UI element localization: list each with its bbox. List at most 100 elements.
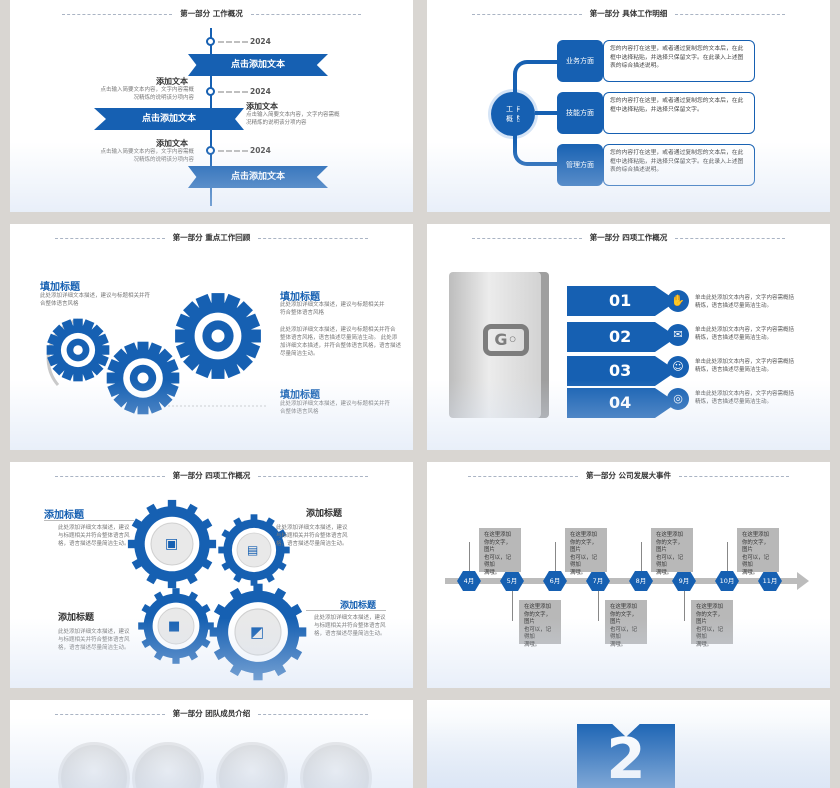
text-top-right: 此处添加详细文本描述，建议与标题相关并符合整体语言风格，语言描述尽量简洁生动。 <box>276 525 348 547</box>
month-marker[interactable]: 5月 <box>500 571 524 591</box>
avatar[interactable] <box>216 742 288 788</box>
svg-text:■: ■ <box>168 619 180 634</box>
heading-top-right: 添加标题 <box>306 509 343 519</box>
connector-line <box>641 542 642 571</box>
slide-title: 第一部分 重点工作回顾 <box>10 232 413 243</box>
heading-top-left: 添加标题 <box>44 510 84 521</box>
block-head-2: 添加文本 <box>246 102 278 111</box>
block-body-2: 点击输入简要文本内容，文字内容需概况精炼的说明该分项内容 <box>246 112 340 126</box>
year-label: 2024 <box>250 146 271 155</box>
desc-1: 此处添加详细文本描述，建议与标题相关并符合整体语言风格 <box>40 293 151 307</box>
gift-icon: ✉ <box>667 324 689 346</box>
category-pill-management[interactable]: 管理方面 <box>557 144 603 186</box>
timeline-dot <box>206 87 215 96</box>
event-box: 在这里添加你的文字，图片也可以，记得加满哦。 <box>691 600 733 648</box>
bracket-line <box>513 60 557 166</box>
month-marker[interactable]: 4月 <box>457 571 481 591</box>
slide-four-items-numbered[interactable]: 第一部分 四项工作概况 G◦ 01 02 03 04 ✋ 单击此处添加文本内容，… <box>427 224 830 450</box>
connector-line <box>469 542 470 571</box>
event-box: 在这里添加你的文字，图片也可以，记得加满哦。 <box>605 600 647 648</box>
slide-title: 第一部分 团队成员介绍 <box>10 708 413 719</box>
block-head-1: 添加文本 <box>156 77 188 86</box>
ribbon-button-3[interactable]: 点击添加文本 <box>188 166 328 188</box>
number-tab-02: 02 <box>567 322 677 352</box>
heading-2: 填加标题 <box>280 292 320 303</box>
heading-1: 填加标题 <box>40 282 80 293</box>
heading-3: 填加标题 <box>280 390 320 401</box>
slide-four-items-gears[interactable]: 第一部分 四项工作概况 ▣ ▤ ■ ◩ <box>10 462 413 688</box>
month-marker[interactable]: 9月 <box>672 571 696 591</box>
slide-work-overview[interactable]: 第一部分 工作概况 2024 点击添加文本 添加文本 点击输入简要文本内容，文字… <box>10 0 413 212</box>
gears-graphic <box>46 293 268 415</box>
book-graphic <box>449 272 549 418</box>
event-box: 在这里添加你的文字，图片也可以，记得加满哦。 <box>479 528 521 576</box>
year-label: 2024 <box>250 37 271 46</box>
month-marker[interactable]: 7月 <box>586 571 610 591</box>
quad-gears-graphic: ▣ ▤ ■ ◩ <box>127 499 307 681</box>
slide-title: 第一部分 具体工作明细 <box>427 8 830 19</box>
svg-text:▤: ▤ <box>247 543 258 557</box>
event-box: 在这里添加你的文字，图片也可以，记得加满哦。 <box>737 528 779 576</box>
ribbon-button-1[interactable]: 点击添加文本 <box>188 54 328 76</box>
connector-line <box>555 542 556 571</box>
text-bottom-left: 此处添加详细文本描述，建议与标题相关并符合整体语言风格，语言描述尽量简洁生动。 <box>58 629 130 651</box>
slide-key-review[interactable]: 第一部分 重点工作回顾 填加标题 此处添加详细文本描述，建议与标题相关并符合整体… <box>10 224 413 450</box>
dash-connector <box>218 150 248 152</box>
item-text-2: 单击此处添加文本内容，文字内容需概括精炼，语言描述尽量简洁生动。 <box>695 327 795 341</box>
number-tab-04: 04 <box>567 388 677 418</box>
category-text-business: 您的内容打在这里，或者通过复制您的文本后，在此框中选择粘贴，并选择只保留文字。在… <box>603 40 755 82</box>
dash-connector <box>218 91 248 93</box>
year-label: 2024 <box>250 87 271 96</box>
people-icon: ☺ <box>667 356 689 378</box>
desc-2: 此处添加详细文本描述，建议与标题相关并符合整体语言风格 <box>280 302 385 316</box>
text-bottom-right: 此处添加详细文本描述，建议与标题相关并符合整体语言风格，语言描述尽量简洁生动。 <box>314 615 386 637</box>
month-marker[interactable]: 11月 <box>758 571 782 591</box>
ribbon-button-2[interactable]: 点击添加文本 <box>94 108 244 130</box>
category-pill-business[interactable]: 业务方面 <box>557 40 603 82</box>
slide-title: 第一部分 四项工作概况 <box>427 232 830 243</box>
connector-line <box>512 591 513 621</box>
timeline-dot <box>206 37 215 46</box>
svg-text:◩: ◩ <box>250 623 264 641</box>
desc-3: 此处添加详细文本描述，建议与标题相关并符合整体语言风格 <box>280 401 391 415</box>
slide-milestones[interactable]: 第一部分 公司发展大事件 4月 5月 6月 7月 8月 9月 10月 11月 在… <box>427 462 830 688</box>
handshake-icon: ✋ <box>667 290 689 312</box>
number-tab-01: 01 <box>567 286 677 316</box>
month-marker[interactable]: 8月 <box>629 571 653 591</box>
slide-title: 第一部分 公司发展大事件 <box>427 470 830 481</box>
slide-team[interactable]: 第一部分 团队成员介绍 <box>10 700 413 788</box>
event-box: 在这里添加你的文字，图片也可以，记得加满哦。 <box>651 528 693 576</box>
block-head-3: 添加文本 <box>156 139 188 148</box>
category-pill-skills[interactable]: 技能方面 <box>557 92 603 134</box>
slide-title: 第一部分 工作概况 <box>10 8 413 19</box>
section-number: 2 <box>606 727 646 788</box>
slide-title: 第一部分 四项工作概况 <box>10 470 413 481</box>
connector-line <box>684 591 685 621</box>
month-marker[interactable]: 10月 <box>715 571 739 591</box>
avatar[interactable] <box>132 742 204 788</box>
category-text-skills: 您的内容打在这里，或者通过复制您的文本后，在此框中选择粘贴，并选择只保留文字。 <box>603 92 755 134</box>
avatar[interactable] <box>58 742 130 788</box>
text-top-left: 此处添加详细文本描述，建议与标题相关并符合整体语言风格，语言描述尽量简洁生动。 <box>58 525 130 547</box>
item-text-1: 单击此处添加文本内容，文字内容需概括精炼，语言描述尽量简洁生动。 <box>695 295 795 309</box>
heading-bottom-left: 添加标题 <box>58 613 95 623</box>
category-text-management: 您的内容打在这里，或者通过复制您的文本后，在此框中选择粘贴，并选择只保留文字。在… <box>603 144 755 186</box>
go-logo-icon: G◦ <box>483 324 529 356</box>
block-body-1: 点击输入简要文本内容，文字内容需概况精炼的说明该分项内容 <box>100 87 194 101</box>
avatar[interactable] <box>300 742 372 788</box>
slide-section-2[interactable]: 2 <box>427 700 830 788</box>
item-text-4: 单击此处添加文本内容，文字内容需概括精炼，语言描述尽量简洁生动。 <box>695 391 795 405</box>
event-box: 在这里添加你的文字，图片也可以，记得加满哦。 <box>519 600 561 648</box>
desc-main: 此处添加详细文本描述，建议与标题相关并符合整体语言风格，语言描述尽量简洁生动。 … <box>280 327 402 357</box>
svg-text:▣: ▣ <box>165 536 178 552</box>
block-body-3: 点击输入简要文本内容，文字内容需概况精炼的说明该分项内容 <box>100 149 194 163</box>
dash-connector <box>218 41 248 43</box>
slide-work-details[interactable]: 第一部分 具体工作明细 工作概述 业务方面 您的内容打在这里，或者通过复制您的文… <box>427 0 830 212</box>
timeline-arrow-icon <box>797 572 809 590</box>
timeline-dot <box>206 146 215 155</box>
month-marker[interactable]: 6月 <box>543 571 567 591</box>
event-box: 在这里添加你的文字，图片也可以，记得加满哦。 <box>565 528 607 576</box>
connector-line <box>44 520 134 521</box>
heading-bottom-right: 添加标题 <box>340 601 377 611</box>
connector-line <box>727 542 728 571</box>
